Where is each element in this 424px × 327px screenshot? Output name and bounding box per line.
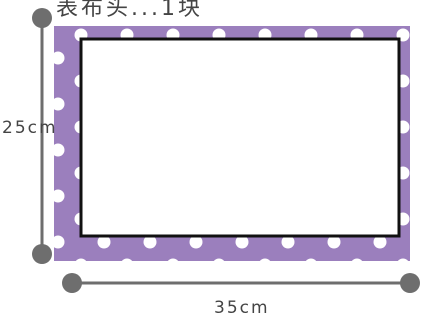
width-ruler-left-dot: [62, 273, 82, 293]
height-ruler-bottom-dot: [32, 244, 52, 264]
width-ruler-right-dot: [400, 273, 420, 293]
inner-panel: [79, 37, 401, 238]
width-label: 35cm: [214, 298, 270, 318]
height-ruler-top-dot: [32, 8, 52, 28]
height-label: 25cm: [2, 118, 58, 138]
diagram-title: 表布头...1块: [56, 0, 203, 21]
